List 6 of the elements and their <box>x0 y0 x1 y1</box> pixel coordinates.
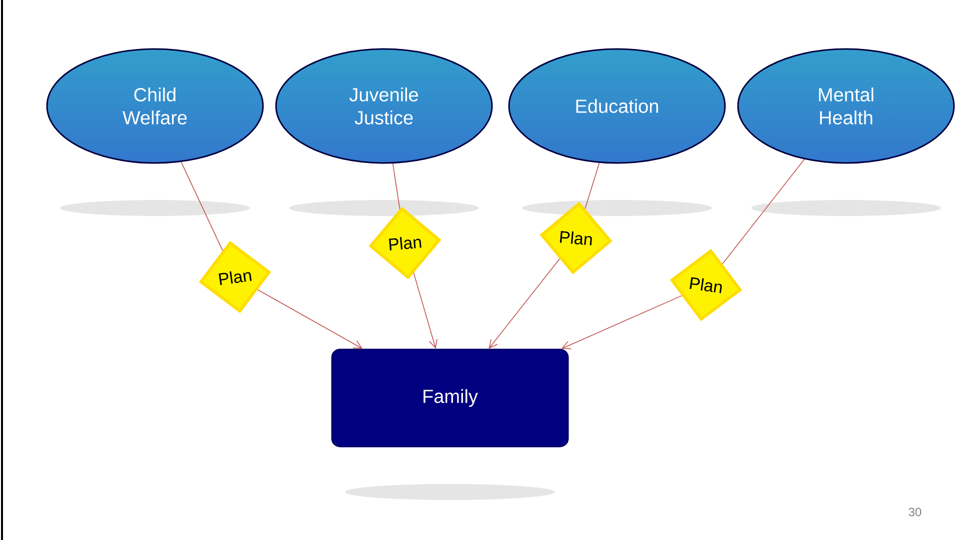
arrow <box>488 258 560 349</box>
arrow <box>257 289 363 349</box>
page-number: 30 <box>908 508 922 516</box>
arrow <box>561 295 682 350</box>
process-box: Family <box>331 348 569 448</box>
arrow <box>413 272 438 349</box>
